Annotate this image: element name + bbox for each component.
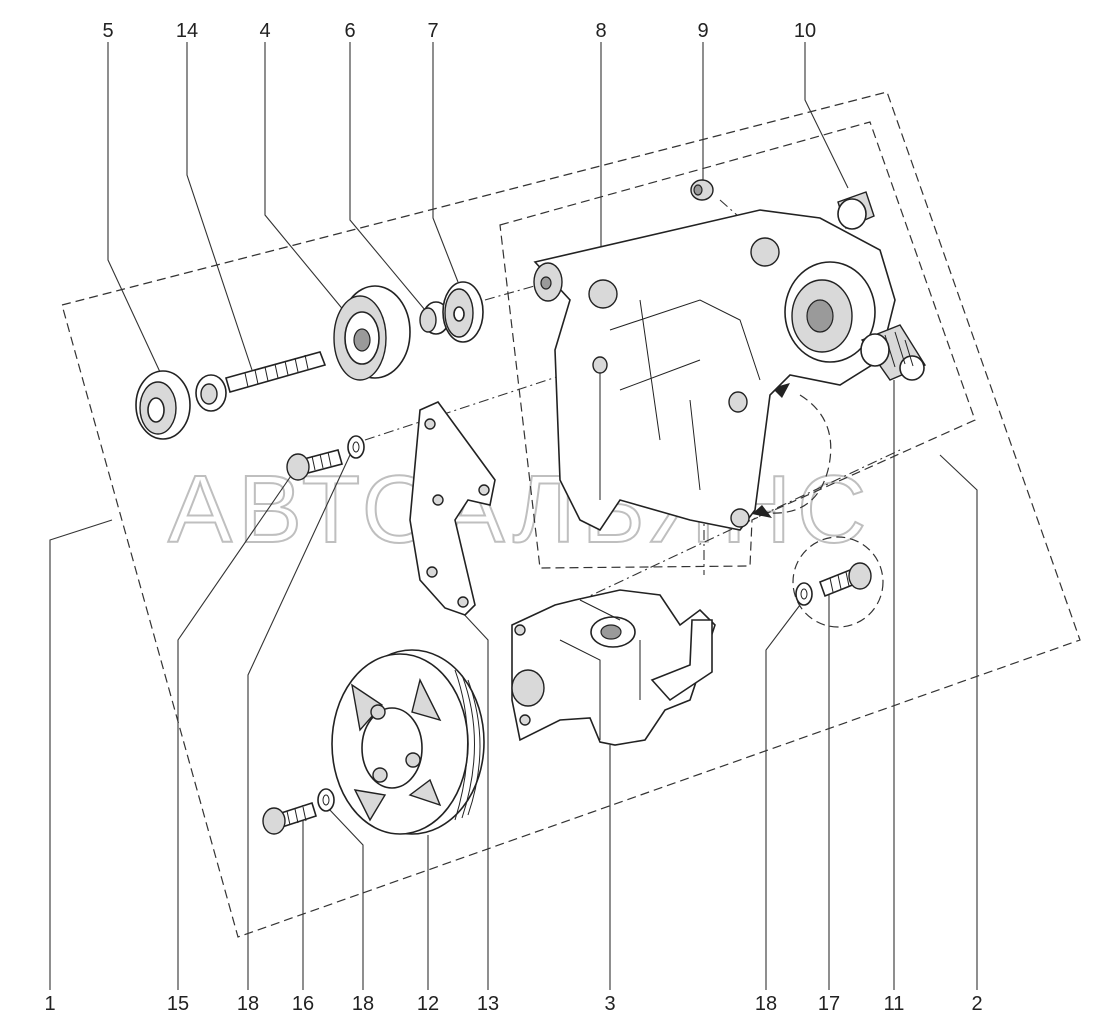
- bolt-17-circle-guide: [792, 536, 884, 628]
- callout-13: 13: [477, 993, 499, 1015]
- callout-6: 6: [344, 20, 355, 42]
- callout-15: 15: [167, 993, 189, 1015]
- arrowhead-lower: [752, 505, 772, 518]
- part-5-cap: [135, 370, 191, 440]
- part-18-washer-right: [795, 582, 813, 606]
- callouts-top: 5 14 4 6 7 8 9 10: [102, 20, 816, 42]
- callout-7: 7: [427, 20, 438, 42]
- bolt-path-arrow-upper: [759, 394, 832, 514]
- callout-18-a: 18: [237, 993, 259, 1015]
- callout-2: 2: [971, 993, 982, 1015]
- callout-17: 17: [818, 993, 840, 1015]
- callout-18-b: 18: [352, 993, 374, 1015]
- part-9-plug: [690, 179, 714, 201]
- callout-9: 9: [697, 20, 708, 42]
- watermark: АВТОАЛЬЯНС: [168, 456, 872, 563]
- callout-11: 11: [884, 993, 905, 1015]
- part-18-washer-upper: [347, 435, 365, 459]
- part-14-bolt: [195, 351, 327, 412]
- callout-8: 8: [595, 20, 606, 42]
- callout-12: 12: [417, 993, 439, 1015]
- part-10-plug: [837, 191, 875, 230]
- part-3-pump: [511, 589, 716, 746]
- part-4-idler-pulley: [333, 285, 411, 381]
- part-18-washer-middle: [317, 788, 335, 812]
- part-7-washer: [442, 281, 484, 343]
- part-17-bolt: [818, 562, 872, 598]
- part-16-bolt: [262, 801, 317, 835]
- callout-14: 14: [176, 20, 198, 42]
- part-11-fitting: [860, 324, 927, 381]
- callout-4: 4: [259, 20, 270, 42]
- callout-18-c: 18: [755, 993, 777, 1015]
- part-13-plate: [409, 401, 496, 616]
- callouts-bottom: 1 15 18 16 18 12 13 3 18 17 11 2: [44, 993, 982, 1015]
- callout-10: 10: [794, 20, 816, 42]
- group-boundary-2: [499, 121, 976, 569]
- part-12-pulley: [331, 649, 485, 835]
- part-15-bolt: [286, 449, 343, 481]
- callout-3: 3: [604, 993, 615, 1015]
- callout-1: 1: [44, 993, 55, 1015]
- group-boundary-1: [61, 91, 1081, 938]
- callout-5: 5: [102, 20, 113, 42]
- callout-16: 16: [292, 993, 314, 1015]
- part-8-bracket: [533, 209, 896, 532]
